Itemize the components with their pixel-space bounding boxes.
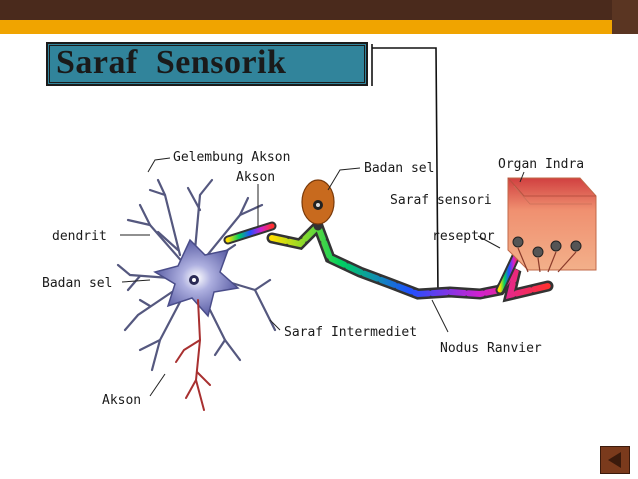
label-badan-sel-left: Badan sel xyxy=(42,276,112,291)
label-dendrit: dendrit xyxy=(52,229,107,244)
next-slide-button[interactable] xyxy=(600,446,630,474)
sensory-cell-body xyxy=(301,179,335,225)
title-box-border xyxy=(49,45,365,83)
top-corner-block xyxy=(612,0,638,34)
neuron-dendrites xyxy=(116,178,277,372)
nerve-fibre xyxy=(266,207,554,303)
label-leader-lines xyxy=(120,157,525,397)
next-slide-triangle-icon xyxy=(608,452,621,468)
top-bar xyxy=(0,0,638,20)
label-gelembung-akson: Gelembung Akson xyxy=(173,150,290,165)
label-akson-bottom: Akson xyxy=(102,393,141,408)
axon-upper xyxy=(223,221,277,245)
slide-title: Saraf Sensorik xyxy=(56,44,287,81)
sense-organ xyxy=(507,177,597,273)
top-accent-bar xyxy=(0,20,638,34)
label-nodus-ranvier: Nodus Ranvier xyxy=(440,341,542,356)
title-box xyxy=(46,42,368,86)
title-connector-line xyxy=(371,44,439,297)
label-organ-indra: Organ Indra xyxy=(498,157,584,172)
label-badan-sel-top: Badan sel xyxy=(364,161,434,176)
label-saraf-sensori: Saraf sensori xyxy=(390,193,492,208)
label-saraf-intermediet: Saraf Intermediet xyxy=(284,325,417,340)
neuron-axon-down xyxy=(175,299,211,411)
label-reseptor: reseptor xyxy=(432,229,495,244)
label-akson-top: Akson xyxy=(236,170,275,185)
neuron-soma xyxy=(153,238,240,318)
